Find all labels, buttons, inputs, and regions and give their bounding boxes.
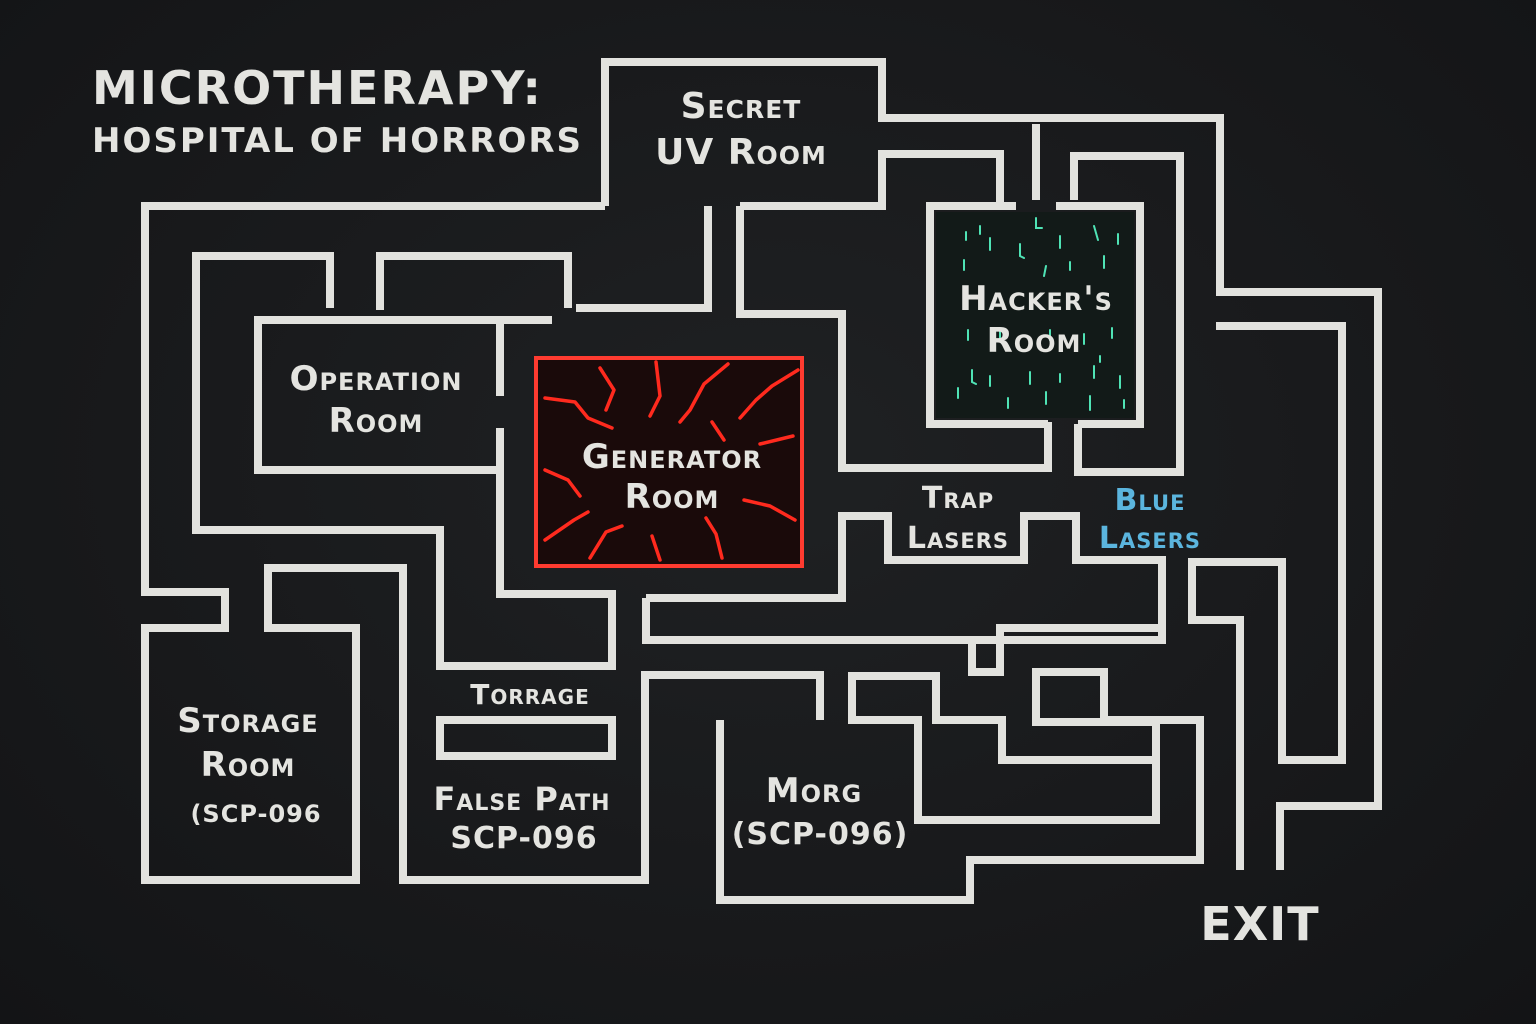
- operation-room-label-line2: Room: [329, 401, 424, 441]
- torrage-label: Torrage: [470, 678, 589, 711]
- hacker-room: [936, 212, 1134, 418]
- storage-room-label-line1: Storage: [177, 701, 318, 741]
- wall-center-lower: [968, 624, 1162, 676]
- hacker-room-label-line1: Hacker's: [959, 279, 1113, 319]
- wall-outer-left: [141, 202, 824, 884]
- trap-lasers-label-line1: Trap: [922, 481, 994, 516]
- secret-uv-room-label-line1: Secret: [681, 86, 802, 127]
- generator-cracks-icon: [543, 360, 800, 562]
- wall-secret-uv-room: [601, 58, 1382, 870]
- wall-operation-top: [376, 252, 572, 310]
- operation-room-label-line1: Operation: [290, 359, 463, 399]
- morg-label-line1: Morg: [766, 771, 862, 811]
- generator-room: [534, 356, 804, 568]
- wall-morg-area: [716, 668, 1204, 904]
- false-path-label-line1: False Path: [433, 780, 610, 818]
- storage-room-label-line3: (SCP-096: [190, 800, 321, 828]
- blue-lasers-label-line1: Blue: [1115, 483, 1186, 518]
- generator-frame: [534, 356, 804, 568]
- wall-secret-inner: [576, 206, 1052, 472]
- exit-label: EXIT: [1200, 897, 1319, 951]
- secret-uv-room-label-line2: UV Room: [655, 132, 827, 173]
- wall-right-middle: [1188, 322, 1346, 870]
- wall-hacker-outer: [1032, 124, 1184, 476]
- wall-hacker-room: [926, 202, 1144, 428]
- generator-room-label-line1: Generator: [582, 437, 762, 477]
- matrix-glyphs-icon: [957, 217, 1125, 411]
- blue-lasers-label-line2: Lasers: [1099, 521, 1201, 556]
- hacker-room-floor: [936, 212, 1134, 418]
- room-labels: Secret UV Room Hacker's Room Operation R…: [177, 86, 1319, 951]
- map-subtitle: HOSPITAL OF HORRORS: [92, 121, 583, 161]
- wall-left-inner: [192, 252, 616, 670]
- storage-room-label-line2: Room: [201, 745, 296, 785]
- wall-secret-right: [740, 150, 1004, 210]
- walls: [141, 58, 1382, 904]
- wall-torrage-bar: [436, 716, 616, 760]
- morg-label-line2: (SCP-096): [732, 817, 909, 852]
- hacker-room-label-line2: Room: [987, 321, 1082, 361]
- false-path-label-line2: SCP-096: [450, 821, 597, 856]
- map-title: MICROTHERAPY:: [92, 61, 543, 115]
- trap-lasers-label-line2: Lasers: [907, 521, 1009, 556]
- wall-generator-surround: [496, 320, 1166, 644]
- generator-room-label-line2: Room: [625, 477, 720, 517]
